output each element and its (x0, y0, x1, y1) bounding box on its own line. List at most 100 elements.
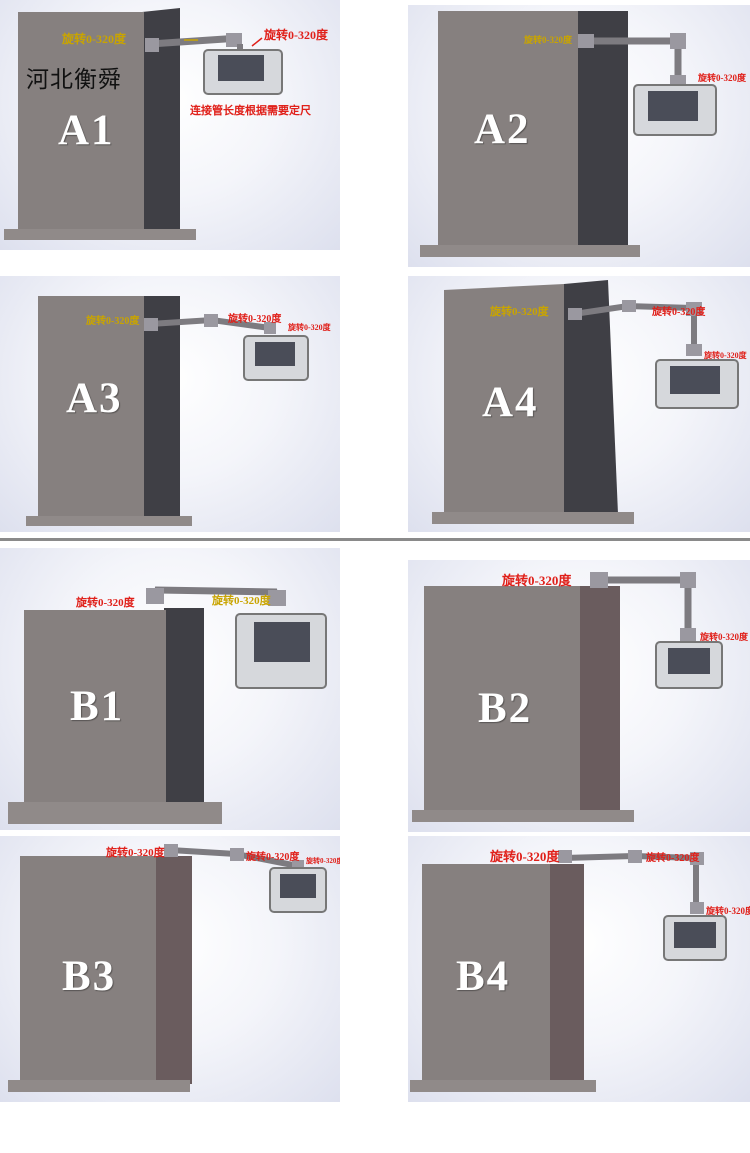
a1-pipe-length-note: 连接管长度根据需要定尺 (190, 105, 311, 117)
a3-cabinet-front (38, 296, 144, 518)
a3-rotation-label-1: 旋转0-320度 (86, 316, 140, 327)
a1-joint-1 (145, 38, 159, 52)
b3-cabinet-side (154, 856, 192, 1084)
b4-model-label: B4 (456, 953, 511, 1000)
b3-drawing (8, 844, 327, 1092)
b2-rotation-label-2: 旋转0-320度 (700, 632, 748, 642)
a4-drawing (432, 280, 739, 524)
b4-cabinet-base (410, 1080, 596, 1092)
b4-arm (563, 852, 699, 910)
a4-joint-4 (686, 344, 702, 356)
b2-cabinet-front (424, 586, 580, 812)
section-separator (0, 538, 750, 541)
b1-cabinet-base (8, 802, 222, 824)
b1-cabinet-side (164, 608, 204, 802)
a2-drawing (420, 11, 717, 257)
a2-cabinet-base (420, 245, 640, 257)
b1-hmi-screen (254, 622, 310, 662)
a2-joint-1 (578, 34, 594, 48)
a2-cabinet-front (438, 11, 578, 247)
b2-joint-2 (680, 572, 696, 588)
b4-cabinet-front (422, 864, 550, 1086)
b1-joint-2 (268, 590, 286, 606)
a3-rotation-label-2: 旋转0-320度 (228, 314, 282, 325)
a1-model-label: A1 (58, 107, 115, 154)
b2-rotation-label-1: 旋转0-320度 (502, 573, 572, 588)
brand-watermark: 河北衡舜 (26, 67, 122, 93)
a4-rotation-label-1: 旋转0-320度 (490, 306, 549, 318)
b1-model-label: B1 (70, 683, 125, 730)
a3-model-label: A3 (66, 375, 123, 422)
a4-model-label: A4 (482, 379, 539, 426)
b1-cabinet-front (24, 610, 166, 802)
a4-arm (573, 302, 697, 350)
a4-rotation-label-2: 旋转0-320度 (652, 307, 706, 318)
b3-model-label: B3 (62, 953, 117, 1000)
b2-drawing (412, 572, 723, 822)
b4-joint-4 (690, 902, 704, 914)
a3-joint-2 (204, 314, 218, 327)
b4-rotation-label-1: 旋转0-320度 (490, 849, 560, 864)
b4-cabinet-side (548, 864, 584, 1086)
a1-rotation-label-1: 旋转0-320度 (62, 32, 126, 46)
a4-cabinet-base (432, 512, 634, 524)
diagram-panel-b3: 旋转0-320度 旋转0-320度 旋转0-320度 B3 (0, 836, 340, 1102)
a1-rotation-label-2: 旋转0-320度 (264, 28, 328, 42)
a1-rotate-pointer-2 (251, 37, 263, 47)
diagram-panel-a1: 旋转0-320度 旋转0-320度 连接管长度根据需要定尺 河北衡舜 A1 (0, 0, 340, 250)
diagram-panel-b4: 旋转0-320度 旋转0-320度 旋转0-320度 B4 (408, 836, 750, 1102)
b4-drawing (410, 850, 727, 1092)
b3-cabinet-base (8, 1080, 190, 1092)
diagram-panel-a3: 旋转0-320度 旋转0-320度 旋转0-320度 A3 (0, 276, 340, 532)
b2-cabinet-side (578, 586, 620, 812)
a1-cabinet-front (18, 12, 144, 232)
a1-cabinet-side (142, 8, 180, 232)
b2-model-label: B2 (478, 685, 533, 732)
b2-hmi-screen (668, 648, 710, 674)
a4-joint-2 (622, 300, 636, 312)
b4-joint-1 (558, 850, 572, 863)
b4-joint-2 (628, 850, 642, 863)
a3-joint-3 (264, 322, 276, 334)
b4-rotation-label-2: 旋转0-320度 (646, 853, 700, 864)
b3-rotation-label-3: 旋转0-320度 (306, 857, 340, 865)
b2-joint-1 (590, 572, 608, 588)
b3-rotation-label-2: 旋转0-320度 (246, 852, 300, 863)
b1-drawing (8, 586, 327, 824)
a1-hmi-screen (218, 55, 264, 81)
a1-arm (149, 34, 241, 48)
a3-drawing (26, 296, 309, 526)
a2-cabinet-side (576, 11, 628, 247)
b1-rotation-label-2: 旋转0-320度 (212, 595, 271, 607)
b3-hmi-screen (280, 874, 316, 898)
a3-cabinet-base (26, 516, 192, 526)
b2-cabinet-base (412, 810, 634, 822)
b4-hmi-screen (674, 922, 716, 948)
a4-hmi-screen (670, 366, 720, 394)
a3-rotation-label-3: 旋转0-320度 (288, 323, 331, 332)
a2-hmi-screen (648, 91, 698, 121)
b4-rotation-label-3: 旋转0-320度 (706, 906, 750, 916)
a4-joint-3 (686, 302, 702, 316)
a2-rotation-label-1: 旋转0-320度 (524, 35, 572, 45)
b3-rotation-label-1: 旋转0-320度 (106, 847, 165, 859)
b1-rotation-label-1: 旋转0-320度 (76, 597, 135, 609)
a3-hmi-screen (255, 342, 295, 366)
b2-joint-3 (680, 628, 696, 642)
a1-joint-2 (226, 33, 242, 47)
a3-joint-1 (144, 318, 158, 331)
diagram-panel-a2: 旋转0-320度 旋转0-320度 A2 (408, 5, 750, 267)
b3-joint-1 (164, 844, 178, 857)
a1-drawing (4, 8, 283, 240)
a4-cabinet-side (564, 280, 618, 514)
diagram-panel-a4: 旋转0-320度 旋转0-320度 旋转0-320度 A4 (408, 276, 750, 532)
b1-joint-1 (146, 588, 164, 604)
diagram-panel-b1: 旋转0-320度 旋转0-320度 B1 (0, 548, 340, 830)
a4-cabinet-front (444, 284, 564, 514)
a2-joint-2 (670, 33, 686, 49)
a1-cabinet-base (4, 229, 196, 240)
b4-joint-3 (690, 852, 704, 865)
a2-model-label: A2 (474, 106, 531, 153)
b3-joint-2 (230, 848, 244, 861)
a2-rotation-label-2: 旋转0-320度 (698, 73, 746, 83)
